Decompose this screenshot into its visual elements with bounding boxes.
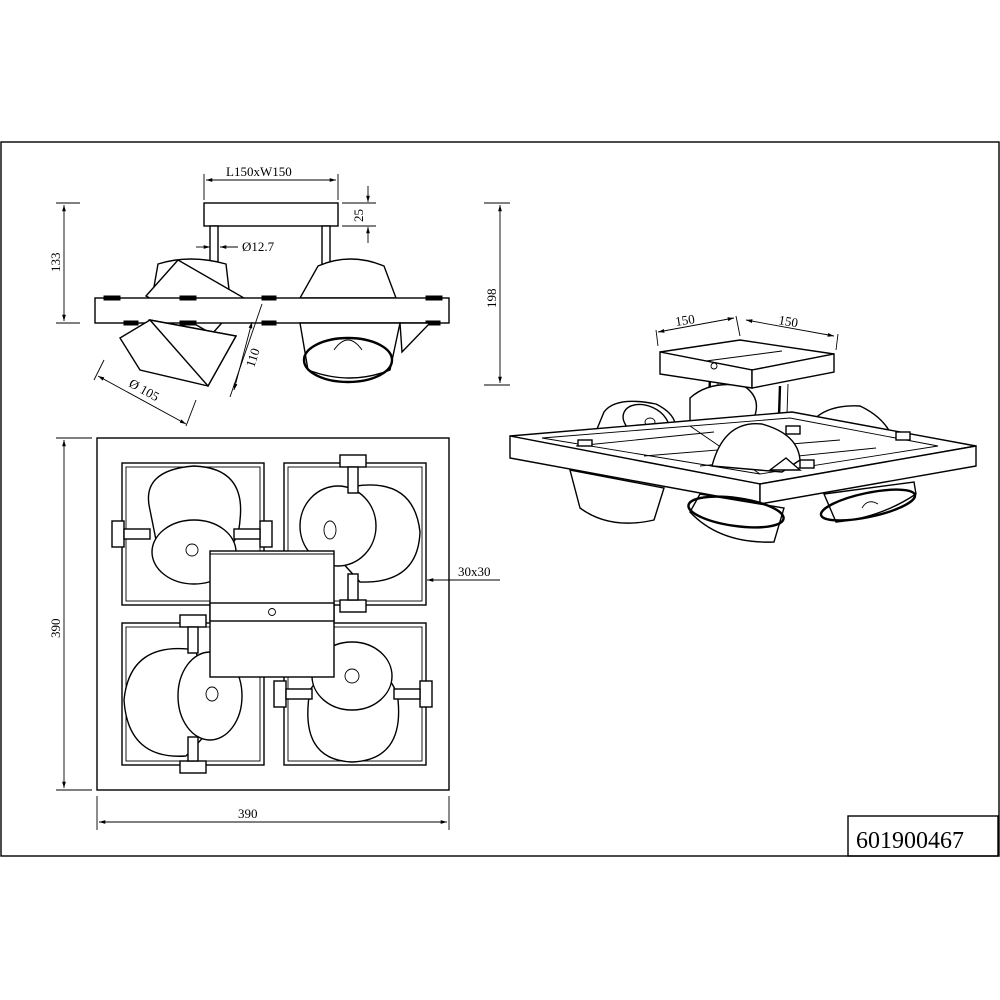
- rod-diameter-label: Ø12.7: [242, 239, 275, 254]
- mount-height-label: 133: [48, 253, 63, 273]
- canopy-size-label: L150xW150: [226, 164, 292, 179]
- top-view: 390 390 30x30: [48, 437, 500, 830]
- width-label: 390: [238, 806, 258, 821]
- total-height-label: 198: [484, 289, 499, 309]
- title-block: 601900467: [847, 815, 999, 857]
- side-view: L150xW150 25 Ø12.7 133 198 110 Ø 105: [48, 164, 510, 427]
- iso-canopy-length-label: 150: [674, 311, 696, 329]
- article-number: 601900467: [856, 828, 964, 854]
- frame-bar: [94, 297, 450, 324]
- canopy: [203, 202, 339, 227]
- outer-frame: [96, 437, 450, 791]
- shade-diameter-label: Ø 105: [127, 376, 162, 405]
- spot-top-right: [299, 454, 421, 613]
- shade-length-label: 110: [243, 346, 263, 369]
- profile-label: 30x30: [458, 564, 491, 579]
- canopy-height-label: 25: [351, 209, 366, 222]
- height-label: 390: [48, 619, 63, 639]
- isometric-view: 150 150: [509, 311, 977, 543]
- iso-canopy-width-label: 150: [777, 312, 799, 330]
- drawing-frame: [0, 141, 1000, 857]
